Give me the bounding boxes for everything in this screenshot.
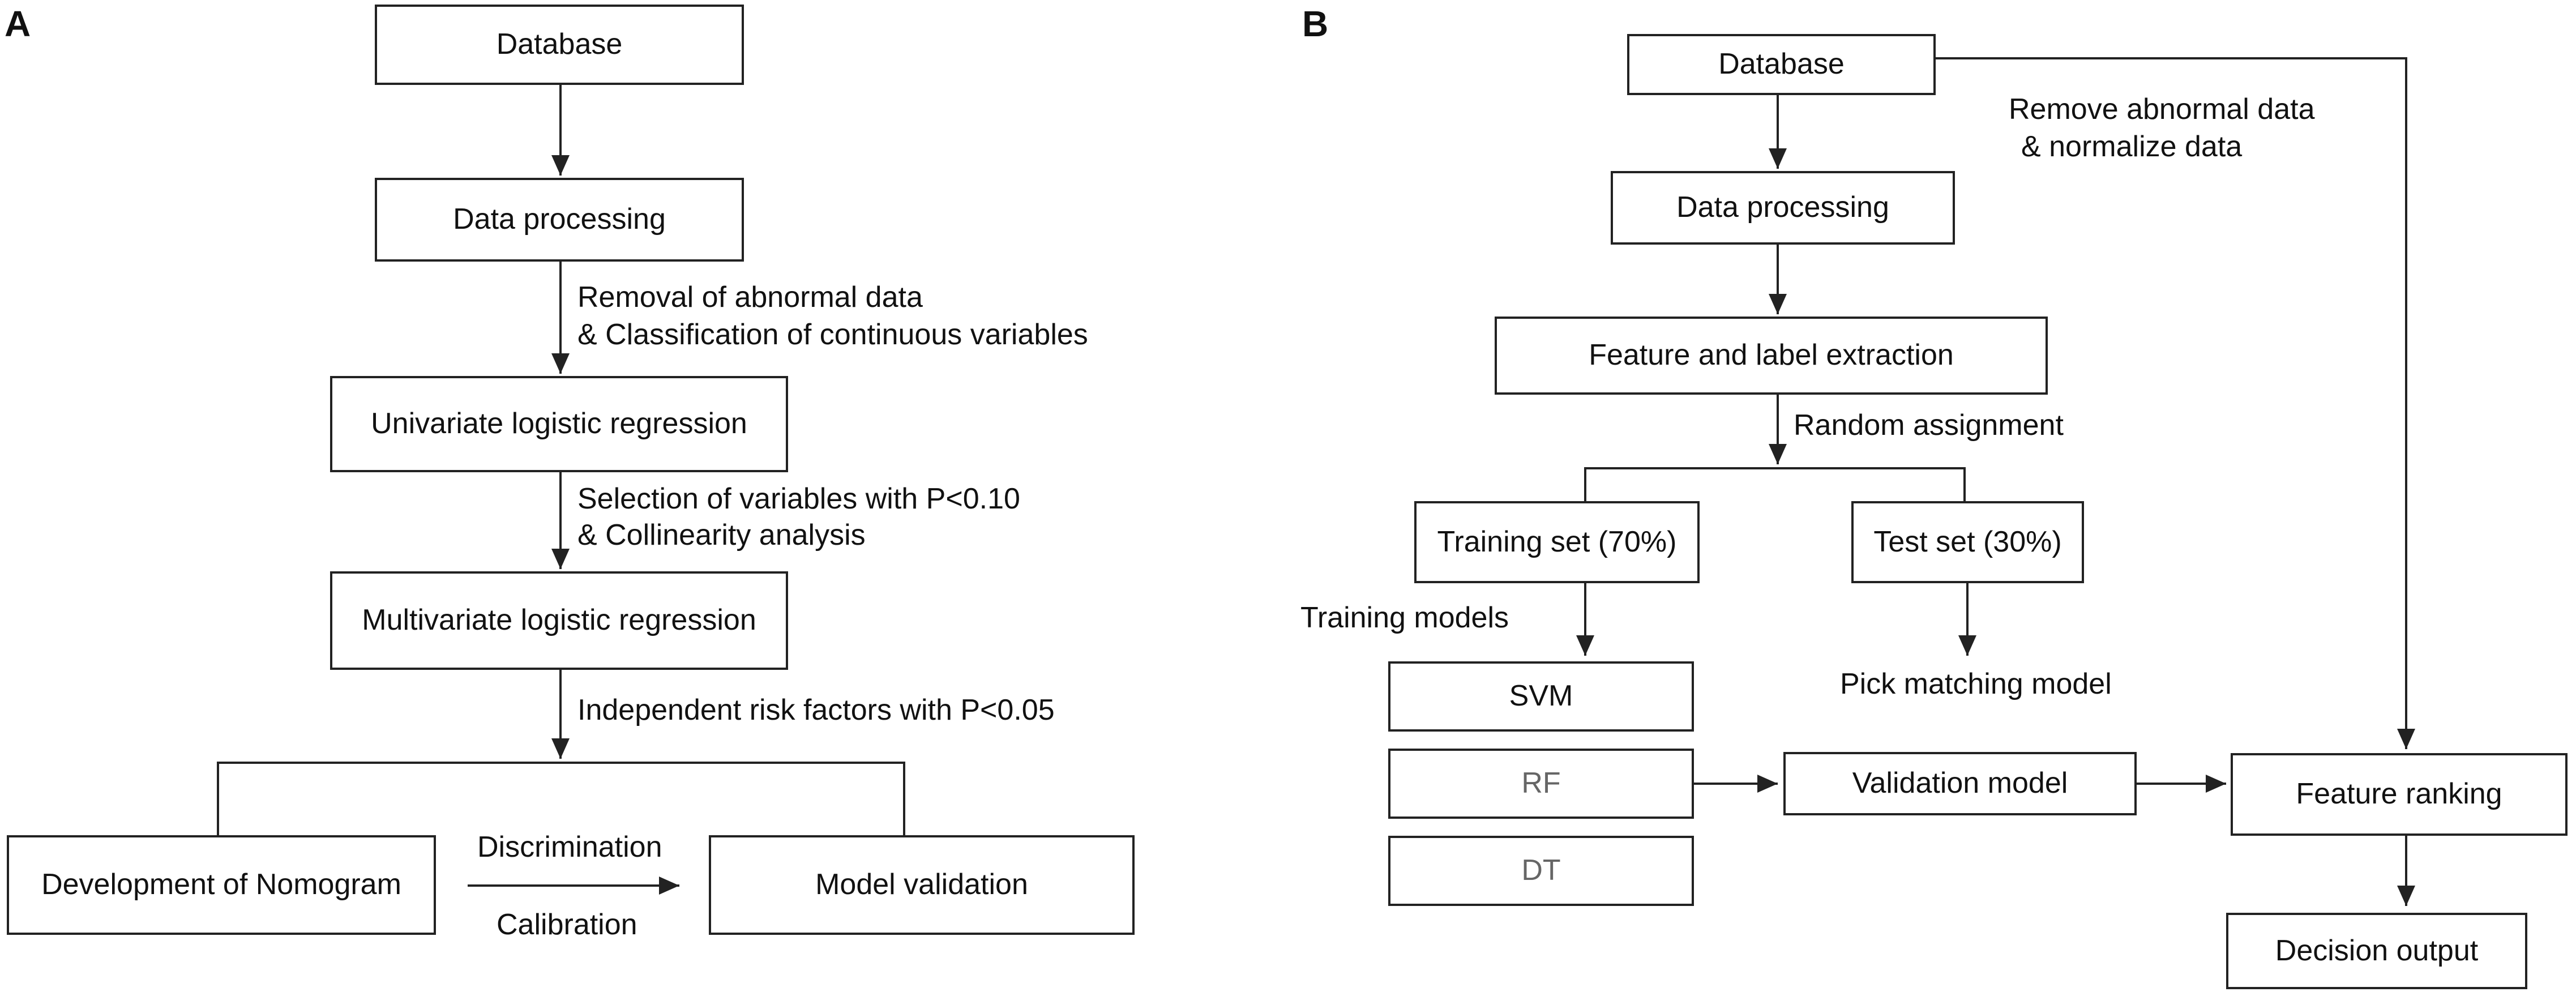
box-b-feature-label: Feature and label extraction xyxy=(1495,317,2048,395)
box-b-database: Database xyxy=(1627,34,1936,95)
box-a-multivariate: Multivariate logistic regression xyxy=(330,571,788,670)
box-b-test-set: Test set (30%) xyxy=(1851,501,2084,583)
note-b-training-models: Training models xyxy=(1300,601,1509,634)
note-a-discrimination: Discrimination xyxy=(477,831,662,864)
box-b-feature-ranking: Feature ranking xyxy=(2231,753,2568,836)
box-b-data-processing: Data processing xyxy=(1611,171,1955,245)
note-a-selection-line1: Selection of variables with P<0.10 xyxy=(577,482,1020,515)
panel-b-letter: B xyxy=(1302,3,1329,44)
box-b-validation-model: Validation model xyxy=(1783,752,2137,815)
note-b-remove-line1: Remove abnormal data xyxy=(2009,93,2315,126)
box-b-svm: SVM xyxy=(1388,661,1694,732)
box-a-data-processing: Data processing xyxy=(375,178,744,262)
note-a-removal-line1: Removal of abnormal data xyxy=(577,281,923,314)
panel-a-letter: A xyxy=(5,3,31,44)
box-b-decision-output: Decision output xyxy=(2226,913,2527,989)
split-line-b xyxy=(1584,467,1966,501)
box-a-database: Database xyxy=(375,5,744,85)
box-b-dt: DT xyxy=(1388,836,1694,906)
note-b-remove-line2: & normalize data xyxy=(2021,130,2243,163)
box-b-training-set: Training set (70%) xyxy=(1414,501,1700,583)
note-a-independent: Independent risk factors with P<0.05 xyxy=(577,694,1055,726)
split-line-a xyxy=(217,762,905,835)
box-a-model-validation: Model validation xyxy=(709,835,1135,935)
note-a-removal-line2: & Classification of continuous variables xyxy=(577,318,1088,351)
note-b-random-assignment: Random assignment xyxy=(1794,409,2064,442)
note-a-selection-line2: & Collinearity analysis xyxy=(577,519,866,552)
box-a-nomogram: Development of Nomogram xyxy=(7,835,436,935)
note-a-calibration: Calibration xyxy=(497,908,637,941)
note-b-pick-matching: Pick matching model xyxy=(1840,668,2112,700)
box-b-rf: RF xyxy=(1388,749,1694,819)
line-b-db-to-feature-ranking xyxy=(1936,57,2415,749)
box-a-univariate: Univariate logistic regression xyxy=(330,376,788,472)
